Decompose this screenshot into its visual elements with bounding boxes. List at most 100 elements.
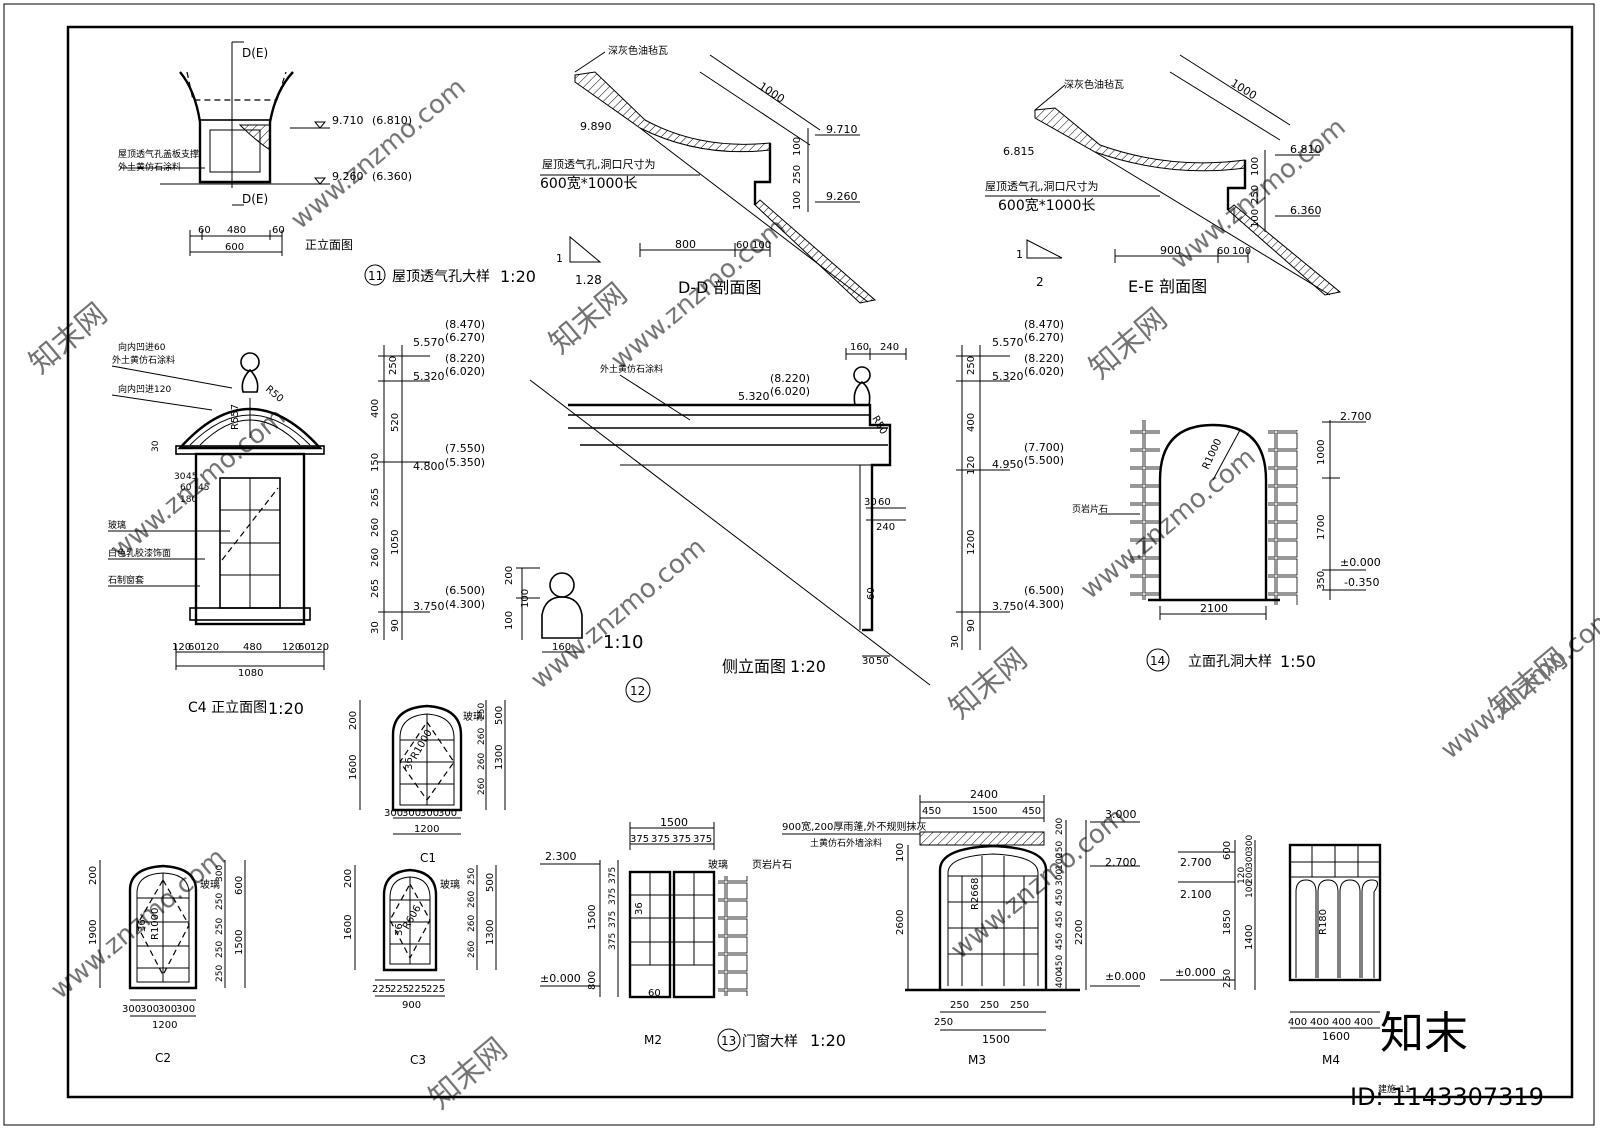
svg-text:(6.360): (6.360) [372, 170, 412, 183]
svg-text:200: 200 [343, 869, 354, 888]
svg-text:375: 375 [608, 911, 618, 928]
svg-text:1500: 1500 [982, 1033, 1010, 1046]
svg-text:450: 450 [922, 806, 941, 817]
svg-text:2600: 2600 [895, 910, 906, 935]
svg-text:100: 100 [1245, 881, 1255, 898]
svg-text:(8.220): (8.220) [445, 352, 485, 365]
d14-callout: 页岩片石 [1072, 503, 1108, 515]
svg-text:260: 260 [467, 941, 477, 958]
svg-text:250: 250 [1222, 969, 1233, 988]
svg-text:4.950: 4.950 [992, 458, 1024, 471]
svg-text:36: 36 [394, 923, 405, 936]
watermark-text: www.znzmo.com [105, 402, 291, 565]
svg-text:100: 100 [895, 843, 906, 862]
svg-text:300: 300 [1055, 869, 1065, 886]
svg-text:R2668: R2668 [970, 878, 981, 910]
svg-text:200: 200 [348, 711, 359, 730]
svg-text:玻璃: 玻璃 [708, 858, 728, 871]
svg-text:300: 300 [1245, 851, 1255, 868]
svg-text:5.320: 5.320 [413, 370, 445, 383]
svg-text:1900: 1900 [88, 920, 99, 945]
svg-text:200: 200 [1055, 818, 1065, 835]
svg-text:(7.700): (7.700) [1024, 441, 1064, 454]
d11-subtitle: 正立面图 [305, 237, 353, 252]
svg-text:1:20: 1:20 [268, 699, 304, 718]
svg-text:260: 260 [477, 753, 487, 770]
svg-text:5.320: 5.320 [738, 390, 770, 403]
svg-text:36: 36 [634, 902, 645, 915]
svg-text:225: 225 [426, 984, 445, 995]
svg-text:100: 100 [520, 589, 531, 608]
svg-text:1700: 1700 [1316, 515, 1327, 540]
svg-text:外土黄仿石涂料: 外土黄仿石涂料 [112, 354, 175, 366]
d12-callout: 外土黄仿石涂料 [600, 363, 663, 375]
svg-text:1200: 1200 [966, 530, 977, 555]
svg-text:90: 90 [966, 619, 977, 632]
svg-text:100: 100 [504, 611, 515, 630]
ee-title: E-E 剖面图 [1128, 277, 1207, 296]
svg-text:480: 480 [227, 225, 246, 236]
svg-text:4.800: 4.800 [413, 460, 445, 473]
svg-text:30: 30 [370, 621, 381, 634]
svg-text:1200: 1200 [152, 1020, 177, 1031]
svg-text:2100: 2100 [1200, 602, 1228, 615]
svg-text:120: 120 [1237, 867, 1247, 884]
svg-text:300: 300 [158, 1004, 177, 1015]
svg-text:R180: R180 [1318, 909, 1329, 935]
watermark-text: www.znzmo.com [1075, 442, 1261, 605]
detail-number-12: 12 [630, 684, 645, 698]
d11-title: 屋顶透气孔大样 [392, 269, 490, 285]
svg-text:玻璃: 玻璃 [463, 710, 483, 723]
svg-text:120: 120 [282, 642, 301, 653]
m4-label: M4 [1322, 1053, 1340, 1067]
svg-text:260: 260 [467, 891, 477, 908]
svg-text:9.710: 9.710 [826, 123, 858, 136]
svg-text:1600: 1600 [348, 755, 359, 780]
svg-text:白色乳胶漆饰面: 白色乳胶漆饰面 [108, 547, 171, 559]
svg-text:6.810: 6.810 [1290, 143, 1322, 156]
detail-number-11: 11 [368, 269, 383, 283]
svg-text:(6.020): (6.020) [1024, 365, 1064, 378]
svg-text:(8.470): (8.470) [445, 318, 485, 331]
svg-text:50: 50 [876, 656, 889, 667]
c4-title: C4 正立面图 [188, 700, 267, 716]
svg-text:1:50: 1:50 [1280, 652, 1316, 671]
svg-text:800: 800 [675, 238, 696, 251]
svg-text:200: 200 [88, 866, 99, 885]
svg-text:250: 250 [1010, 1000, 1029, 1011]
svg-text:±0.000: ±0.000 [1340, 556, 1381, 569]
svg-text:60: 60 [198, 225, 211, 236]
svg-text:向内凹进60: 向内凹进60 [118, 341, 166, 353]
svg-text:玻璃: 玻璃 [108, 519, 126, 531]
section-d-d: 深灰色油毡瓦 1000 9.890 屋顶透气孔,洞口尺寸为 600宽*1000长… [540, 44, 877, 304]
svg-text:450: 450 [1022, 806, 1041, 817]
svg-text:±0.000: ±0.000 [1175, 966, 1216, 979]
svg-text:450: 450 [1055, 933, 1065, 950]
svg-text:200: 200 [504, 566, 515, 585]
svg-text:600: 600 [225, 242, 244, 253]
svg-text:60: 60 [1217, 246, 1230, 257]
svg-text:30: 30 [950, 635, 961, 648]
svg-text:(7.550): (7.550) [445, 442, 485, 455]
detail-c4-elevation: R557 R50 向内凹进60 外土黄仿石涂料 向内凹进120 玻璃 白色乳胶漆… [108, 318, 485, 718]
svg-text:100: 100 [752, 240, 771, 251]
svg-text:3.000: 3.000 [1105, 808, 1137, 821]
svg-text:45: 45 [198, 483, 209, 493]
svg-text:240: 240 [880, 342, 899, 353]
svg-text:5.320: 5.320 [992, 370, 1024, 383]
svg-text:350: 350 [1316, 571, 1327, 590]
svg-text:60: 60 [298, 642, 311, 653]
svg-text:屋顶透气孔,洞口尺寸为: 屋顶透气孔,洞口尺寸为 [985, 179, 1099, 193]
svg-text:1:20: 1:20 [810, 1031, 846, 1050]
section-tag-bottom: D(E) [242, 192, 268, 206]
svg-text:1.28: 1.28 [575, 273, 602, 287]
svg-text:450: 450 [1055, 889, 1065, 906]
svg-text:250: 250 [477, 703, 487, 720]
svg-text:60: 60 [188, 642, 201, 653]
svg-text:9.260: 9.260 [826, 190, 858, 203]
svg-text:60: 60 [866, 587, 877, 600]
svg-text:200: 200 [1245, 867, 1255, 884]
svg-text:60: 60 [878, 497, 891, 508]
dd-opening-size: 600宽*1000长 [540, 175, 637, 192]
svg-text:300: 300 [384, 808, 403, 819]
